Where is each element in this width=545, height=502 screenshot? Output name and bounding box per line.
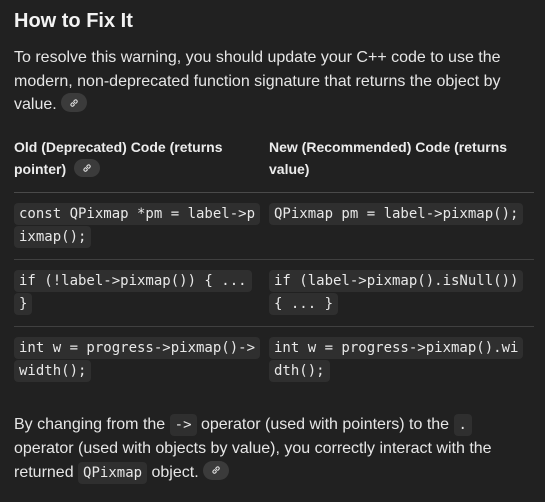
link-icon bbox=[212, 466, 220, 474]
conclusion-text: operator (used with objects by value), y… bbox=[14, 440, 492, 481]
conclusion-text: object. bbox=[147, 463, 199, 481]
intro-text: To resolve this warning, you should upda… bbox=[14, 49, 501, 113]
citation-link-button[interactable] bbox=[60, 93, 87, 113]
old-code-cell: int w = progress->pixmap()->width(); bbox=[14, 326, 269, 393]
header-old-label: Old (Deprecated) Code (returns pointer) bbox=[14, 138, 223, 177]
inline-code-arrow: -> bbox=[169, 413, 197, 436]
new-code-cell: int w = progress->pixmap().width(); bbox=[269, 326, 534, 393]
old-code-cell: const QPixmap *pm = label->pixmap(); bbox=[14, 192, 269, 260]
citation-link-button[interactable] bbox=[202, 460, 229, 480]
inline-code-qpixmap: QPixmap bbox=[78, 461, 148, 484]
conclusion-text: operator (used with pointers) to the bbox=[196, 415, 454, 433]
code-snippet: if (!label->pixmap()) { ... } bbox=[14, 269, 252, 315]
citation-link-button[interactable] bbox=[74, 158, 100, 177]
link-icon bbox=[83, 164, 91, 173]
intro-paragraph: To resolve this warning, you should upda… bbox=[14, 46, 534, 117]
answer-content: How to Fix It To resolve this warning, y… bbox=[14, 8, 534, 485]
table-row: if (!label->pixmap()) { ... } if (label-… bbox=[14, 259, 534, 327]
conclusion-paragraph: By changing from the -> operator (used w… bbox=[14, 413, 534, 486]
new-code-cell: if (label->pixmap().isNull()) { ... } bbox=[269, 259, 534, 327]
code-snippet: QPixmap pm = label->pixmap(); bbox=[269, 202, 524, 225]
table-row: int w = progress->pixmap()->width(); int… bbox=[14, 326, 534, 393]
header-old-code: Old (Deprecated) Code (returns pointer) bbox=[14, 131, 269, 193]
table-header-row: Old (Deprecated) Code (returns pointer) … bbox=[14, 131, 534, 193]
new-code-cell: QPixmap pm = label->pixmap(); bbox=[269, 192, 534, 260]
old-code-cell: if (!label->pixmap()) { ... } bbox=[14, 259, 269, 327]
inline-code-dot: . bbox=[453, 413, 472, 436]
table-row: const QPixmap *pm = label->pixmap(); QPi… bbox=[14, 192, 534, 260]
conclusion-text: By changing from the bbox=[14, 415, 170, 433]
code-comparison-table: Old (Deprecated) Code (returns pointer) … bbox=[14, 131, 534, 393]
code-snippet: if (label->pixmap().isNull()) { ... } bbox=[269, 269, 524, 315]
link-icon bbox=[70, 99, 78, 107]
code-snippet: const QPixmap *pm = label->pixmap(); bbox=[14, 202, 261, 248]
header-new-code: New (Recommended) Code (returns value) bbox=[269, 131, 534, 193]
code-snippet: int w = progress->pixmap().width(); bbox=[269, 336, 524, 382]
section-heading: How to Fix It bbox=[14, 10, 133, 32]
code-snippet: int w = progress->pixmap()->width(); bbox=[14, 336, 261, 382]
